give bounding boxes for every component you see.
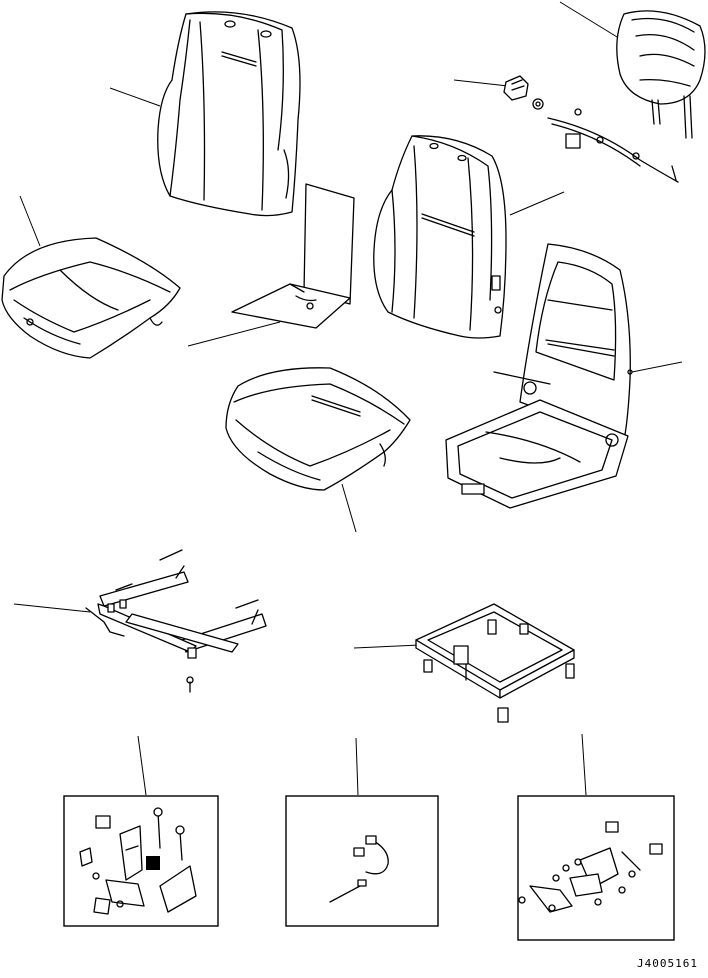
slide-rail-assembly (85, 549, 267, 693)
seat-cushion-left (1, 237, 181, 359)
seat-frame (445, 243, 633, 509)
detail-box-hardware-kit-1 (63, 795, 219, 927)
drawing-reference-code: J4005161 (637, 957, 698, 970)
seat-cushion-right (225, 367, 411, 491)
lumbar-knob-and-cable (503, 75, 679, 183)
detail-box-wiring-harness (285, 795, 439, 927)
leader-lines (13, 1, 683, 796)
detail-box-hardware-kit-2 (517, 795, 675, 941)
backrest-cushion-right (373, 135, 507, 339)
backrest-cushion-left (157, 11, 301, 217)
seat-pad-sheet (231, 183, 355, 329)
suspension-mount-bracket (415, 603, 575, 723)
headrest (616, 10, 706, 139)
